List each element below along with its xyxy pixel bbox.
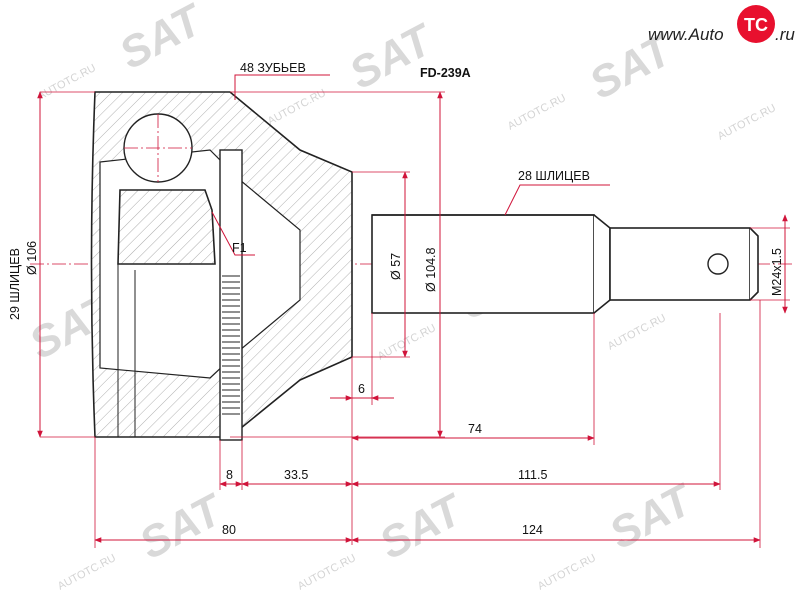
dim-shaft-diameter: Ø 57: [389, 253, 403, 280]
svg-text:AUTOTC.RU: AUTOTC.RU: [296, 552, 358, 593]
dim-8: 8: [226, 468, 233, 482]
svg-text:AUTOTC.RU: AUTOTC.RU: [536, 552, 598, 593]
svg-text:SAT: SAT: [602, 474, 703, 559]
inner-splines-callout: 29 ШЛИЦЕВ: [8, 248, 22, 320]
leaders: [211, 74, 610, 256]
outer-housing: [90, 91, 353, 441]
svg-text:AUTOTC.RU: AUTOTC.RU: [506, 92, 568, 133]
horizontal-dimensions: [94, 300, 761, 548]
dim-111-5: 111.5: [518, 468, 547, 482]
svg-text:AUTOTC.RU: AUTOTC.RU: [56, 552, 118, 593]
dim-80: 80: [222, 523, 236, 537]
dim-outer-diameter: Ø 106: [25, 241, 39, 275]
logo-prefix: www.Auto: [648, 25, 724, 44]
svg-text:AUTOTC.RU: AUTOTC.RU: [716, 102, 778, 143]
dim-6: 6: [358, 382, 365, 396]
svg-text:SAT: SAT: [132, 484, 233, 569]
svg-text:SAT: SAT: [112, 0, 213, 79]
logo-badge-icon: [737, 5, 775, 43]
dim-33-5: 33.5: [284, 468, 308, 482]
dim-74: 74: [468, 422, 482, 436]
dim-124: 124: [522, 523, 543, 537]
dim-thread: M24x1.5: [770, 248, 784, 296]
flange-callout: F1: [232, 241, 247, 255]
cotter-hole-icon: [707, 253, 729, 275]
dim-abs-diameter: Ø 104.8: [424, 247, 438, 292]
site-logo[interactable]: www.Auto TC .ru: [648, 5, 795, 44]
logo-suffix: .ru: [775, 25, 795, 44]
svg-text:AUTOTC.RU: AUTOTC.RU: [266, 87, 328, 128]
svg-text:AUTOTC.RU: AUTOTC.RU: [606, 312, 668, 353]
svg-text:SAT: SAT: [372, 484, 473, 569]
svg-text:AUTOTC.RU: AUTOTC.RU: [376, 322, 438, 363]
abs-ring: [219, 149, 243, 441]
stub-shaft: [371, 214, 759, 314]
teeth-callout: 48 ЗУБЬЕВ: [240, 61, 306, 75]
logo-brand: TC: [744, 15, 768, 35]
svg-text:SAT: SAT: [342, 14, 443, 99]
part-number: FD-239A: [420, 66, 471, 80]
outer-splines-callout: 28 ШЛИЦЕВ: [518, 169, 590, 183]
svg-text:AUTOTC.RU: AUTOTC.RU: [36, 62, 98, 103]
